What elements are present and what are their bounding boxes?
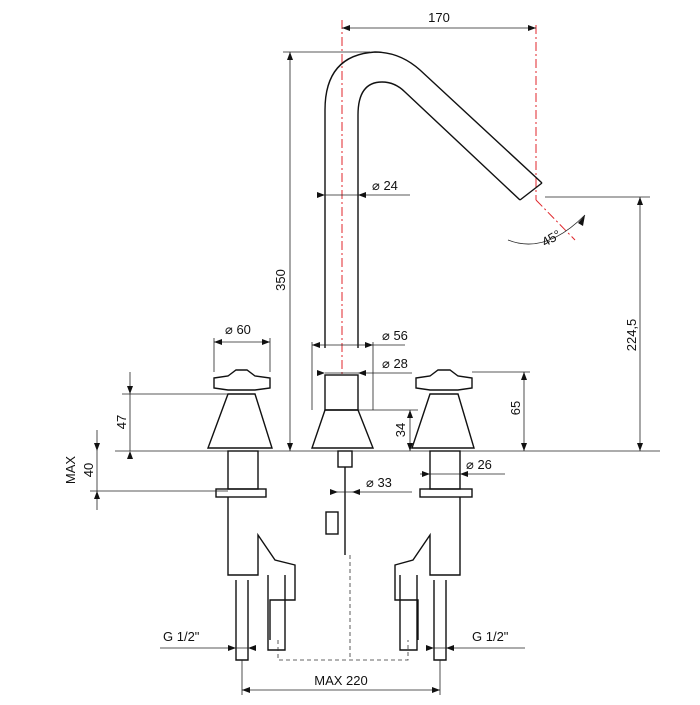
dim-handle-height-right: 65 (472, 371, 530, 451)
dim-spout-height: 224,5 (545, 196, 650, 451)
dim-base-height-label: 34 (393, 423, 408, 437)
dim-base-diameter-label: ⌀ 56 (382, 328, 408, 343)
dim-neck-diameter: ⌀ 28 (317, 356, 412, 376)
dim-side-shank-label: ⌀ 26 (466, 457, 492, 472)
dim-base-height: 34 (358, 409, 418, 451)
connection-hose-dashed (277, 640, 409, 661)
left-handle-body (206, 393, 273, 449)
dim-center-shank-label: ⌀ 33 (366, 475, 392, 490)
center-fixing (337, 450, 353, 468)
dim-spout-diameter: ⌀ 24 (317, 178, 410, 198)
spout-inner-contour (357, 81, 521, 348)
dim-spout-height-label: 224,5 (624, 319, 639, 352)
dim-centers: MAX 220 (241, 660, 441, 695)
dim-deck-thickness-max: MAX (63, 456, 78, 485)
left-nut (215, 488, 267, 498)
dim-thread-right: G 1/2" (426, 629, 525, 651)
dim-deck-thickness-label: 40 (81, 463, 96, 477)
outlet-angle-line (535, 199, 576, 241)
left-valve-body (227, 497, 296, 640)
right-valve-body (394, 497, 461, 640)
right-cross-handle (415, 369, 473, 391)
dim-handle-height-right-label: 65 (508, 401, 523, 415)
dim-total-height: 350 (273, 51, 370, 451)
dim-handle-diameter: ⌀ 60 (213, 322, 271, 372)
spout (311, 51, 543, 449)
dim-spout-reach: 170 (342, 10, 536, 31)
dim-spout-angle-label: 45° (539, 227, 564, 250)
left-hose-fitting (267, 575, 286, 651)
dim-total-height-label: 350 (273, 269, 288, 291)
dim-side-shank: ⌀ 26 (420, 457, 505, 477)
dim-spout-diameter-label: ⌀ 24 (372, 178, 398, 193)
dim-spout-angle: 45° (507, 214, 586, 250)
left-cross-handle (213, 369, 271, 391)
spout-outer-contour (324, 51, 543, 348)
dim-thread-right-label: G 1/2" (472, 629, 509, 644)
dim-deck-thickness: MAX 40 (63, 430, 228, 510)
dim-handle-diameter-label: ⌀ 60 (225, 322, 251, 337)
dim-handle-height-left-label: 47 (114, 415, 129, 429)
dim-base-diameter: ⌀ 56 (311, 328, 408, 410)
left-shank (227, 450, 259, 490)
dim-spout-reach-label: 170 (428, 10, 450, 25)
dim-handle-height-left: 47 (114, 372, 228, 459)
spout-base (311, 409, 375, 449)
spout-outlet (519, 182, 543, 201)
dim-centers-label: MAX 220 (314, 673, 367, 688)
right-handle-body (411, 393, 475, 449)
dim-center-shank: ⌀ 33 (330, 475, 412, 495)
right-shank (429, 450, 461, 490)
dim-thread-left-label: G 1/2" (163, 629, 200, 644)
dim-thread-left: G 1/2" (160, 629, 256, 651)
center-clamp (325, 511, 339, 535)
right-hose-fitting (399, 575, 418, 651)
spout-neck (324, 374, 359, 411)
right-valve (394, 369, 475, 661)
right-nut (419, 488, 473, 498)
dim-neck-diameter-label: ⌀ 28 (382, 356, 408, 371)
center-tailpiece (325, 450, 353, 660)
left-valve (206, 369, 296, 661)
